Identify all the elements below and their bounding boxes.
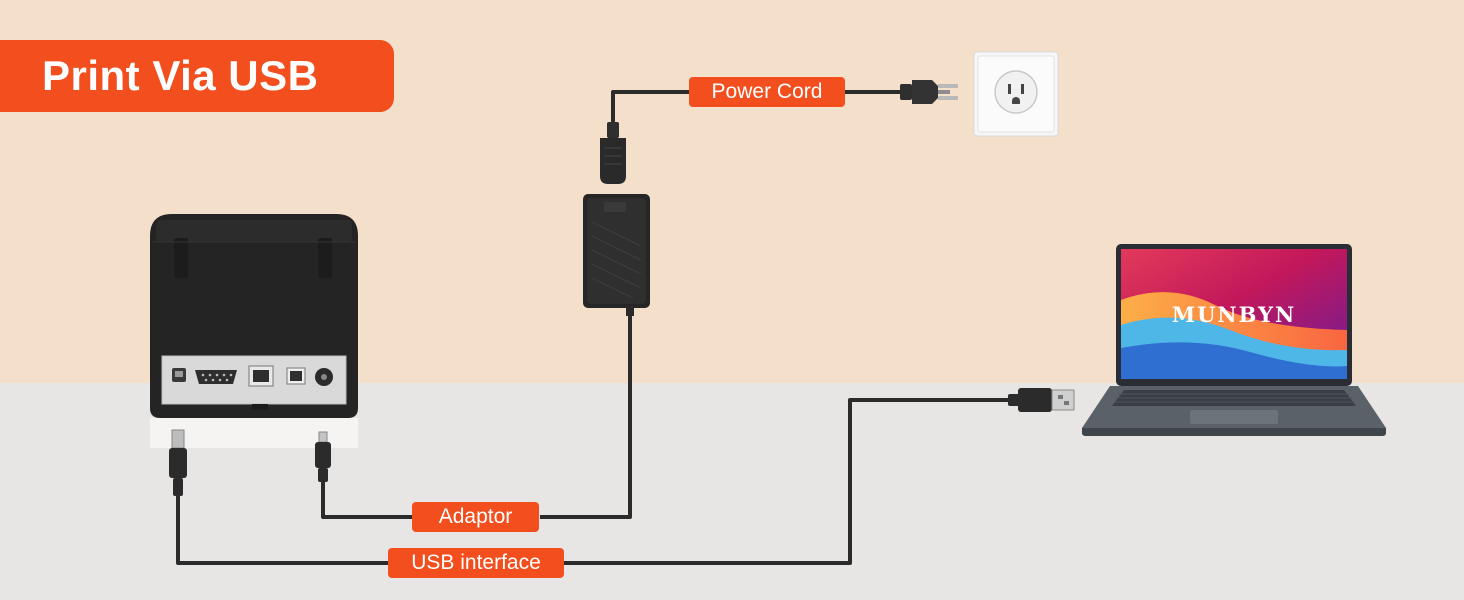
- usb-cable: [176, 398, 1012, 565]
- usb-a-plug-icon: [1008, 388, 1075, 412]
- power-plug-icon: [900, 80, 958, 104]
- usb-b-plug-icon: [169, 429, 187, 496]
- usb-interface-label: USB interface: [388, 548, 564, 578]
- page-title: Print Via USB: [42, 52, 319, 99]
- wall-outlet-icon: [973, 51, 1059, 137]
- power-adapter-icon: [583, 194, 650, 316]
- laptop-brand-text: MUNBYN: [1172, 302, 1296, 327]
- title-badge: Print Via USB: [0, 40, 394, 112]
- dc-plug-icon: [315, 431, 331, 482]
- c13-connector-icon: [600, 122, 626, 184]
- adaptor-label: Adaptor: [412, 502, 539, 532]
- power-cord-label: Power Cord: [689, 77, 845, 107]
- printer-icon: [150, 214, 358, 448]
- adaptor-cable: [321, 310, 632, 519]
- laptop-icon: MUNBYN: [1082, 244, 1386, 436]
